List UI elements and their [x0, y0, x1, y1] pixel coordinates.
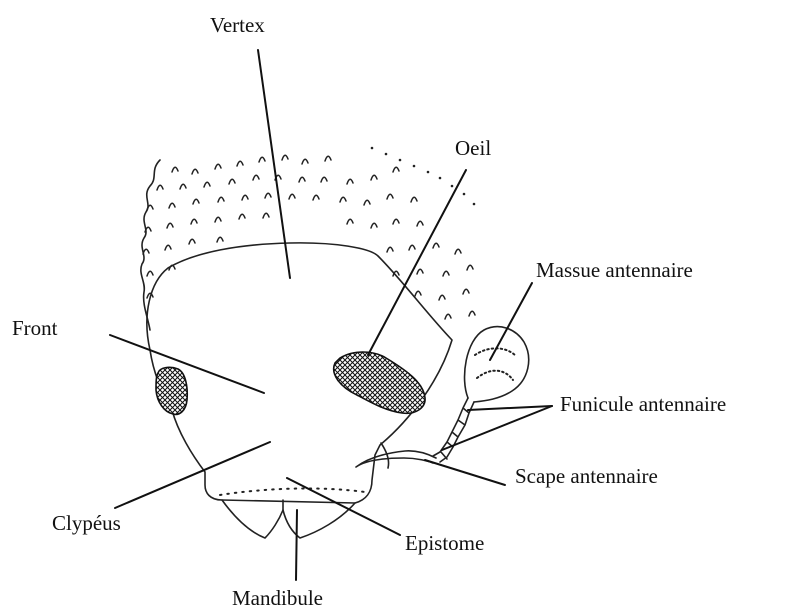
- bristle: [215, 217, 221, 222]
- leader-massue: [490, 283, 532, 360]
- bristle: [180, 184, 186, 189]
- label-oeil: Oeil: [455, 136, 491, 160]
- label-massue-antennaire: Massue antennaire: [536, 258, 693, 282]
- bristle: [321, 177, 327, 182]
- hair-zone-rim: [141, 160, 160, 330]
- bristle: [169, 203, 175, 208]
- bristle-dot: [385, 153, 388, 156]
- bristle: [463, 289, 469, 294]
- bristle: [157, 185, 163, 190]
- bristle: [415, 291, 421, 296]
- bristle: [417, 269, 423, 274]
- bristle-dot: [473, 203, 476, 206]
- bristle: [455, 249, 461, 254]
- bristle-dot: [463, 193, 466, 196]
- bristle: [282, 155, 288, 160]
- bristle: [347, 219, 353, 224]
- bristle: [191, 219, 197, 224]
- leader-scape: [425, 460, 505, 485]
- bristle: [325, 156, 331, 161]
- bristle: [167, 223, 173, 228]
- head-hair-texture: [141, 147, 475, 330]
- bristle: [371, 175, 377, 180]
- label-scape-antennaire: Scape antennaire: [515, 464, 658, 488]
- label-mandibule: Mandibule: [232, 586, 323, 610]
- bristle: [265, 193, 271, 198]
- bristle: [259, 157, 265, 162]
- label-epistome: Epistome: [405, 531, 484, 555]
- bristle: [393, 219, 399, 224]
- bristle: [469, 311, 475, 316]
- bristle: [192, 169, 198, 174]
- bristle: [393, 167, 399, 172]
- bristle: [299, 177, 305, 182]
- bristle: [217, 237, 223, 242]
- bristle: [147, 271, 153, 276]
- bristle: [417, 221, 423, 226]
- bristle: [189, 239, 195, 244]
- mandible-shape: [222, 500, 355, 538]
- bristle: [302, 159, 308, 164]
- bristle-dot: [399, 159, 402, 162]
- bristle: [387, 194, 393, 199]
- bristle-dot: [427, 171, 430, 174]
- bristle: [253, 175, 259, 180]
- leader-funicule-2: [442, 406, 552, 450]
- bristle: [193, 199, 199, 204]
- bristle: [172, 167, 178, 172]
- eye-right: [334, 352, 425, 413]
- bristle: [204, 182, 210, 187]
- bristle: [263, 213, 269, 218]
- bristle: [433, 243, 439, 248]
- bristle: [411, 197, 417, 202]
- leader-clypeus: [115, 442, 270, 508]
- bristle: [165, 245, 171, 250]
- bristle: [364, 200, 370, 205]
- bristle: [215, 164, 221, 169]
- bristle: [409, 245, 415, 250]
- bristle: [229, 179, 235, 184]
- bristle: [387, 247, 393, 252]
- bristle: [218, 197, 224, 202]
- label-front: Front: [12, 316, 58, 340]
- bristle-dot: [451, 185, 454, 188]
- leader-oeil: [368, 170, 466, 355]
- bristle-dot: [439, 177, 442, 180]
- bristle: [237, 161, 243, 166]
- bristle: [467, 265, 473, 270]
- leader-epistome: [287, 478, 400, 535]
- bristle: [443, 271, 449, 276]
- bristle-dot: [371, 147, 374, 150]
- antenna-club-suture-2: [477, 371, 513, 380]
- bristle-dot: [413, 165, 416, 168]
- label-funicule-antennaire: Funicule antennaire: [560, 392, 726, 416]
- bristle: [313, 195, 319, 200]
- bristle: [347, 179, 353, 184]
- bristle: [289, 194, 295, 199]
- eye-left: [156, 367, 187, 414]
- clypeus-margin: [220, 488, 365, 495]
- bristle: [340, 197, 346, 202]
- bristle: [439, 295, 445, 300]
- label-clypeus: Clypéus: [52, 511, 121, 535]
- bristle: [445, 314, 451, 319]
- antenna-funicle: [433, 398, 474, 462]
- leader-funicule-1: [468, 406, 552, 410]
- bristle: [239, 214, 245, 219]
- leader-mandibule: [296, 510, 297, 580]
- label-vertex: Vertex: [210, 13, 265, 37]
- antenna-club: [465, 327, 529, 402]
- antenna-scape: [356, 451, 436, 467]
- bristle: [371, 223, 377, 228]
- bristle: [242, 195, 248, 200]
